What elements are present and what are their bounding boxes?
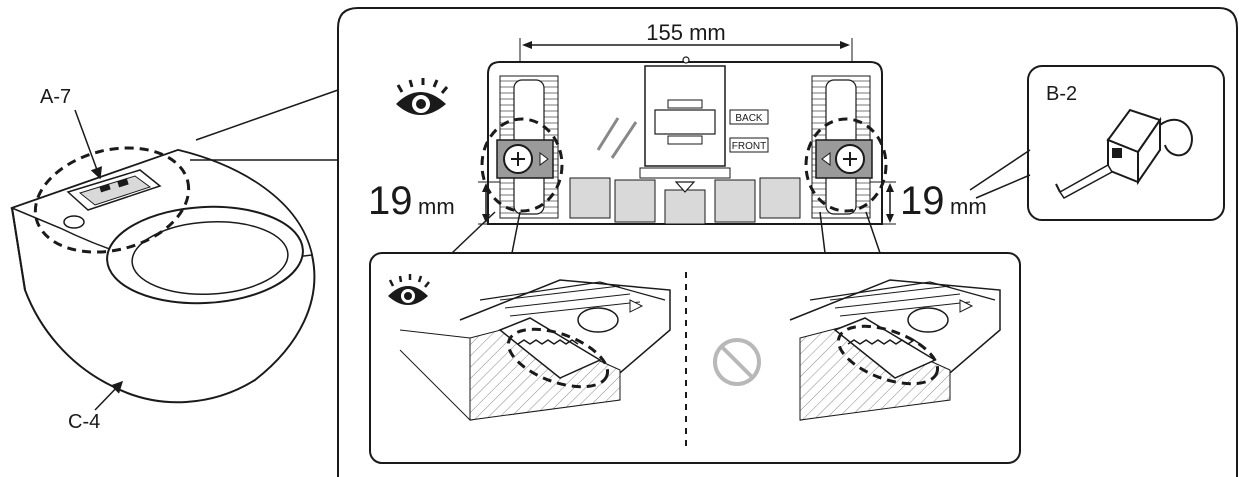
front-marking: FRONT — [732, 141, 766, 152]
correct-slider-detail — [399, 279, 671, 421]
left-offset-value: 19 — [368, 179, 413, 223]
tape-measure-icon — [1055, 108, 1193, 199]
left-slider-highlight — [480, 117, 564, 213]
incorrect-slider-detail — [789, 279, 1001, 421]
label-c4: C-4 — [68, 411, 100, 433]
right-offset-value: 19 — [900, 179, 945, 223]
label-b2: B-2 — [1046, 83, 1077, 105]
tape-measure-box — [969, 65, 1225, 221]
eye-icon — [396, 78, 449, 115]
left-offset-unit: mm — [418, 194, 455, 219]
back-marking: BACK — [735, 113, 763, 124]
right-slider-highlight — [804, 117, 888, 213]
width-dimension-label: 155 mm — [646, 20, 725, 45]
mounting-plate-top-view — [487, 56, 883, 225]
label-a7: A-7 — [40, 86, 71, 108]
highlight-ellipse — [33, 146, 191, 254]
prohibited-icon — [713, 338, 761, 386]
right-offset-dimension — [870, 181, 896, 225]
right-slider-screw — [815, 139, 873, 179]
left-offset-dimension — [478, 181, 500, 225]
right-offset-unit: mm — [950, 194, 987, 219]
toilet-bowl-illustration — [9, 89, 339, 411]
left-slider-screw — [496, 139, 554, 179]
mounting-plate-a7 — [66, 169, 162, 211]
eye-icon — [388, 274, 430, 305]
